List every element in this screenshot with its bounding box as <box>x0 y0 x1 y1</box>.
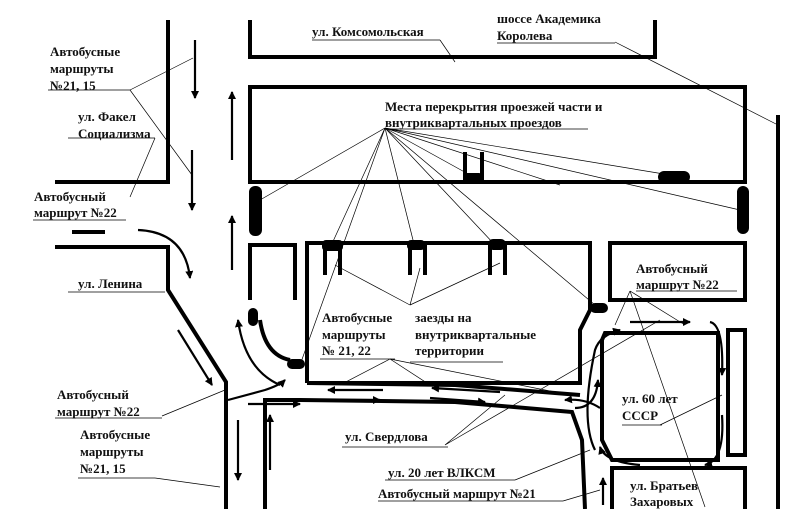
closure-point <box>488 239 506 250</box>
arrow-right-icon <box>227 379 286 402</box>
route-label-22: Автобусный <box>57 387 129 402</box>
closure-point <box>287 359 305 369</box>
route-label-21-15: маршруты <box>80 444 144 459</box>
closure-point <box>407 240 425 250</box>
leader-lines <box>129 39 779 508</box>
arrow-down-left-icon <box>704 414 724 468</box>
street-label-lenina: ул. Ленина <box>78 276 143 291</box>
inner-entry-3 <box>488 245 507 275</box>
block-komsomolskaya <box>248 20 657 59</box>
street-label-korolev: Королева <box>497 28 553 43</box>
closure-point <box>737 186 749 234</box>
route-label-21-22: № 21, 22 <box>322 343 371 358</box>
route-label-21-15: №21, 15 <box>50 78 96 93</box>
closure-point <box>248 308 258 326</box>
closure-point <box>590 303 608 313</box>
street-label-fakel: Социализма <box>78 126 151 141</box>
traffic-arrows <box>137 40 727 505</box>
arrow-up-left-icon <box>235 319 281 387</box>
closure-point <box>322 240 343 251</box>
block-top-left <box>55 20 170 184</box>
street-label-fakel: ул. Факел <box>78 109 136 124</box>
closures-label: Места перекрытия проезжей части и <box>385 99 603 114</box>
closures-label: внутриквартальных проездов <box>385 115 562 130</box>
inner-entries-label: территории <box>415 343 485 358</box>
street-label-korolev: шоссе Академика <box>497 11 601 26</box>
street-label-bratev-zakharovykh: ул. Братьев <box>630 478 698 493</box>
arrow-up-left-icon <box>598 446 641 467</box>
arrow-down-icon <box>709 320 727 376</box>
arrow-up-icon <box>574 379 602 410</box>
route-label-21-22: Автобусные <box>322 310 392 325</box>
street-label-sverdlova: ул. Свердлова <box>345 429 428 444</box>
route-label-21-15: Автобусные <box>80 427 150 442</box>
arrow-left-icon <box>564 395 601 409</box>
arrow-right-icon <box>429 396 486 406</box>
street-label-60-let-sssr: СССР <box>622 408 658 423</box>
route-label-22: Автобусный <box>34 189 106 204</box>
street-label-komsomolskaya: ул. Комсомольская <box>312 24 424 39</box>
route-label-22: маршрут №22 <box>636 277 719 292</box>
block-east-strip <box>726 328 747 457</box>
route-label-21-15: маршруты <box>50 61 114 76</box>
inner-entries-label: заезды на <box>415 310 472 325</box>
block-north <box>248 85 747 184</box>
route-loop-arrow <box>586 327 621 451</box>
block-main-sverdlova-edge <box>306 381 581 397</box>
route-label-22: Автобусный <box>636 261 708 276</box>
block-small-left <box>248 243 297 300</box>
route-label-21-22: маршруты <box>322 327 386 342</box>
inner-entries-label: внутриквартальные <box>415 327 536 342</box>
street-label-bratev-zakharovykh: Захаровых <box>630 494 694 509</box>
closure-point <box>658 171 690 183</box>
route-label-21-15: Автобусные <box>50 44 120 59</box>
labels: ул. Комсомольская шоссе Академика Короле… <box>33 11 737 509</box>
block-zakharov <box>610 466 747 509</box>
closure-point <box>464 173 482 181</box>
block-south-left <box>263 398 587 509</box>
closure-point <box>249 186 262 236</box>
route-label-21: Автобусный маршрут №21 <box>378 486 536 501</box>
block-east-north <box>608 241 747 302</box>
closure-points <box>248 171 749 369</box>
route-label-22: маршрут №22 <box>34 205 117 220</box>
small-curve-block <box>258 319 291 362</box>
route-label-21-15: №21, 15 <box>80 461 126 476</box>
arrow-left-icon <box>431 384 501 394</box>
street-label-20-let-vlksm: ул. 20 лет ВЛКСМ <box>388 465 496 480</box>
street-label-60-let-sssr: ул. 60 лет <box>622 391 678 406</box>
block-main <box>305 241 592 385</box>
route-22-curve-arrow <box>137 228 194 279</box>
arrow-diag-icon <box>177 329 213 386</box>
block-lenina <box>55 245 228 509</box>
route-label-22: маршрут №22 <box>57 404 140 419</box>
inner-entry-2 <box>408 245 427 275</box>
